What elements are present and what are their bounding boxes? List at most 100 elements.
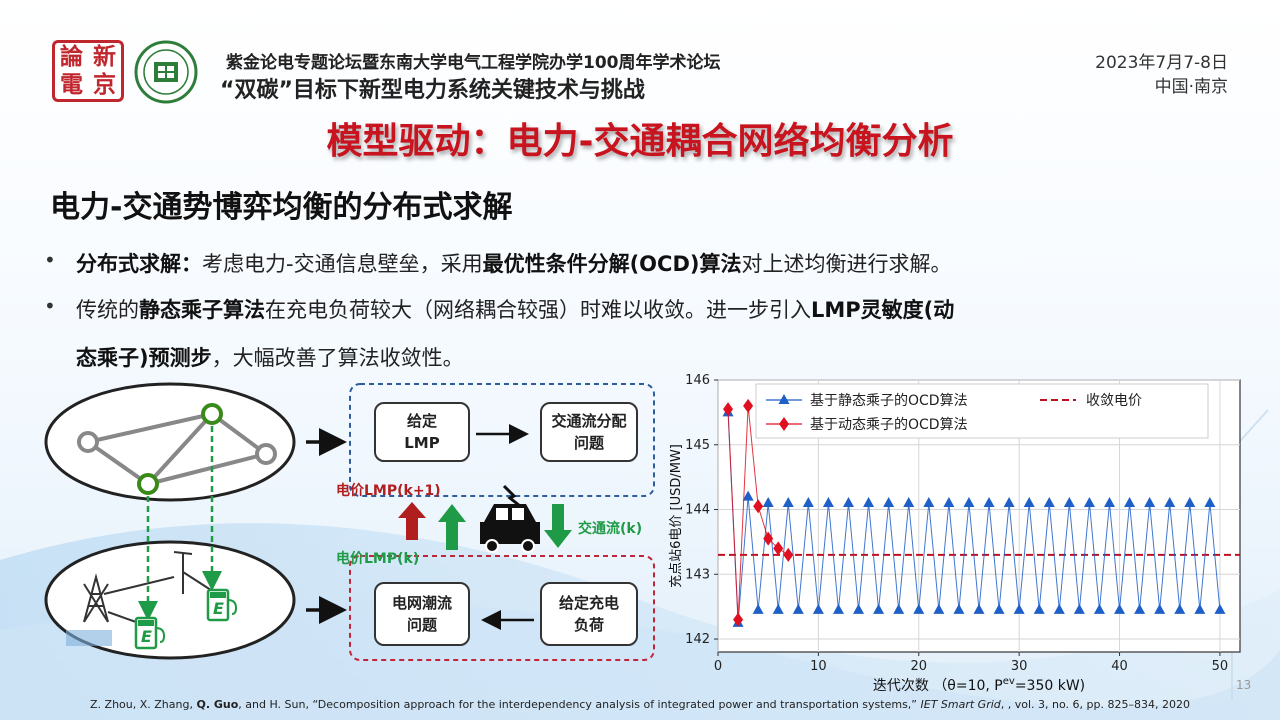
data-point-triangle xyxy=(1174,603,1186,614)
diagram-graphics xyxy=(44,382,655,661)
box-power-flow: 电网潮流 问题 xyxy=(374,582,470,646)
data-point-triangle xyxy=(1093,603,1105,614)
y-tick-label: 143 xyxy=(685,567,710,582)
legend-marker-triangle xyxy=(778,394,790,404)
section-heading: 电力-交通势博弈均衡的分布式求解 xyxy=(50,190,513,225)
data-point-diamond xyxy=(733,612,744,627)
data-point-triangle xyxy=(812,603,824,614)
citation-journal: IET Smart Grid xyxy=(920,698,1001,711)
power-problem-region xyxy=(349,555,655,661)
data-point-triangle xyxy=(993,603,1005,614)
data-point-triangle xyxy=(1033,603,1045,614)
conference-location: 中国·南京 xyxy=(1154,77,1228,97)
traffic-problem-region xyxy=(349,383,655,497)
data-point-diamond xyxy=(753,499,764,514)
data-point-triangle xyxy=(832,603,844,614)
data-point-triangle xyxy=(1164,497,1176,508)
citation-details: , , vol. 3, no. 6, pp. 825–834, 2020 xyxy=(1000,698,1190,711)
x-tick-label: 30 xyxy=(1011,659,1028,674)
bullet-bold: 态乘子)预测步 xyxy=(76,346,212,370)
charging-station-icon xyxy=(134,616,166,650)
lmp-k-up-arrow xyxy=(438,504,466,550)
data-point-triangle xyxy=(943,497,955,508)
data-point-triangle xyxy=(963,497,975,508)
legend-label: 收敛电价 xyxy=(1086,393,1142,409)
power-network-ellipse xyxy=(44,540,296,660)
data-point-diamond xyxy=(773,541,784,556)
x-axis-label-main: 迭代次数 xyxy=(873,678,929,694)
bullet-span: 传统的 xyxy=(76,298,139,322)
data-point-triangle xyxy=(1013,603,1025,614)
data-point-triangle xyxy=(953,603,965,614)
x-axis-label: 迭代次数 （θ=10, Pev=350 kW) xyxy=(873,676,1085,694)
data-point-triangle xyxy=(1204,497,1216,508)
data-point-diamond xyxy=(723,402,734,417)
traffic-flow-down-arrow xyxy=(544,504,572,548)
data-point-triangle xyxy=(1053,603,1065,614)
conference-title: 紫金论电专题论坛暨东南大学电气工程学院办学100周年学术论坛 xyxy=(226,53,721,73)
data-point-triangle xyxy=(1124,497,1136,508)
label-lmp-k: 电价LMP(k) xyxy=(336,551,420,567)
x-tick-label: 0 xyxy=(714,659,722,674)
x-axis-label-param: （θ=10, P xyxy=(929,678,1003,694)
data-point-triangle xyxy=(883,497,895,508)
label-traffic-flow-k: 交通流(k) xyxy=(578,521,643,537)
bullet-bold: 静态乘子算法 xyxy=(139,298,265,322)
seal-char: 電 xyxy=(60,71,83,98)
data-point-triangle xyxy=(762,497,774,508)
data-point-diamond xyxy=(743,398,754,413)
bullet-item-continuation: 态乘子)预测步，大幅改善了算法收敛性。 xyxy=(76,342,464,372)
data-point-triangle xyxy=(983,497,995,508)
bullet-marker: • xyxy=(44,248,56,272)
bullet-bold: 分布式求解： xyxy=(76,252,202,276)
data-point-triangle xyxy=(873,603,885,614)
bullet-span: 考虑电力-交通信息壁垒，采用 xyxy=(202,252,483,276)
x-tick-label: 40 xyxy=(1111,659,1128,674)
bullet-span: 在充电负荷较大（网络耦合较强）时难以收敛。进一步引入 xyxy=(265,298,811,322)
box-traffic-assignment: 交通流分配 问题 xyxy=(540,402,638,462)
data-point-triangle xyxy=(822,497,834,508)
series-line xyxy=(727,412,1221,623)
data-point-triangle xyxy=(923,497,935,508)
legend-label: 基于静态乘子的OCD算法 xyxy=(810,392,968,409)
bullet-bold: LMP灵敏度(动 xyxy=(811,298,955,322)
electric-car-icon xyxy=(480,484,540,553)
legend-marker-diamond xyxy=(779,417,789,431)
data-point-triangle xyxy=(913,603,925,614)
data-point-triangle xyxy=(1184,497,1196,508)
x-tick-label: 50 xyxy=(1212,659,1229,674)
legend-label: 基于动态乘子的OCD算法 xyxy=(810,416,968,433)
label-lmp-k-plus-1: 电价LMP(k+1) xyxy=(336,483,441,499)
box-given-lmp: 给定 LMP xyxy=(374,402,470,462)
y-tick-label: 146 xyxy=(685,373,710,388)
data-point-triangle xyxy=(933,603,945,614)
bullet-span: 对上述均衡进行求解。 xyxy=(741,252,952,276)
data-point-triangle xyxy=(742,490,754,501)
legend-box xyxy=(755,383,1209,439)
data-point-diamond xyxy=(783,547,794,562)
data-point-triangle xyxy=(1134,603,1146,614)
data-point-triangle xyxy=(853,603,865,614)
data-point-triangle xyxy=(1063,497,1075,508)
x-axis-label-sup: ev xyxy=(1003,676,1015,687)
data-point-triangle xyxy=(752,603,764,614)
y-tick-label: 145 xyxy=(685,438,710,453)
seal-char: 論 xyxy=(60,43,83,70)
x-tick-label: 20 xyxy=(910,659,927,674)
charger-letter: E xyxy=(213,599,224,618)
data-point-triangle xyxy=(1104,497,1115,508)
data-point-triangle xyxy=(1194,603,1206,614)
data-point-triangle xyxy=(792,603,804,614)
x-axis-label-end: =350 kW) xyxy=(1015,678,1085,694)
data-point-triangle xyxy=(893,603,905,614)
data-point-triangle xyxy=(903,497,915,508)
data-point-triangle xyxy=(802,497,814,508)
data-point-triangle xyxy=(1154,603,1166,614)
citation-author-bold: Q. Guo xyxy=(196,698,239,711)
page-number: 13 xyxy=(1236,678,1252,692)
conference-date: 2023年7月7-8日 xyxy=(1095,53,1228,73)
data-point-triangle xyxy=(772,603,784,614)
seal-char: 京 xyxy=(93,71,116,98)
